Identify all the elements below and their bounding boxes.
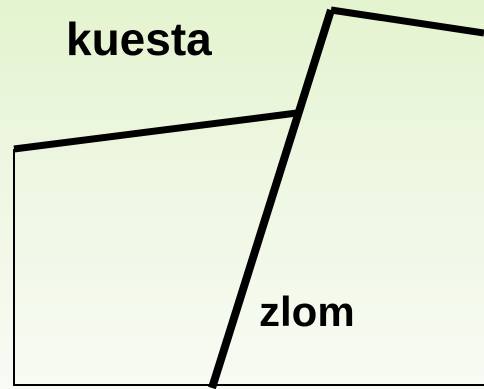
kuesta-label: kuesta: [66, 16, 212, 62]
downthrown-surface-line: [14, 113, 297, 149]
fault-label: zlom: [259, 291, 355, 333]
upthrown-surface-line: [331, 10, 484, 33]
